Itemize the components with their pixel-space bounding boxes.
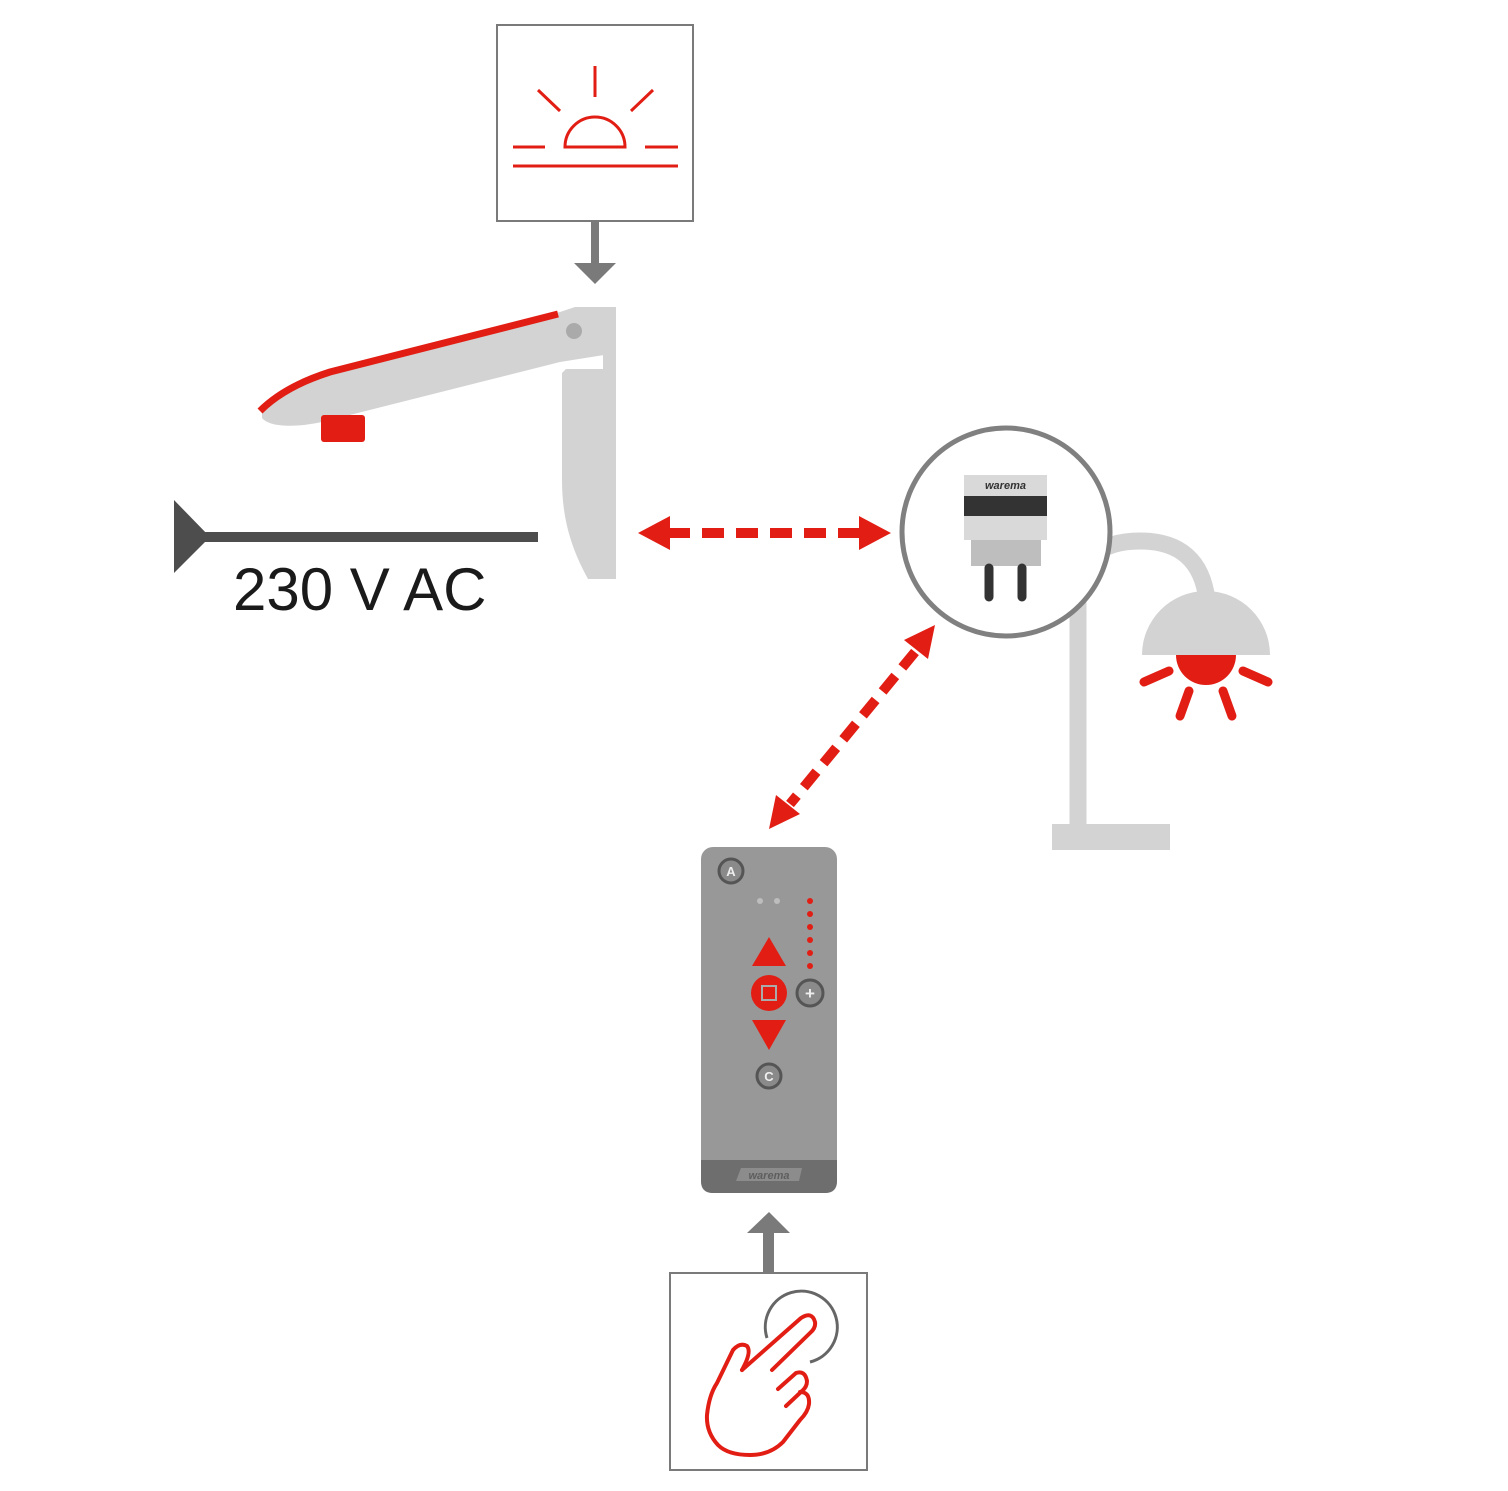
button-a[interactable]: A xyxy=(717,857,745,885)
plus-button-label: + xyxy=(805,984,815,1003)
plug-brand-logo: warema xyxy=(985,480,1026,492)
down-button[interactable] xyxy=(752,1020,786,1050)
button-c-label: C xyxy=(764,1069,774,1084)
hand-pointer-icon xyxy=(704,1313,818,1457)
remote-brand-logo: warema xyxy=(749,1170,790,1182)
button-c[interactable]: C xyxy=(755,1062,783,1090)
wireless-link-arrow-diagonal xyxy=(769,625,935,829)
lamp-icon xyxy=(1052,532,1273,850)
plug-receiver: warema xyxy=(899,425,1113,639)
plus-button[interactable]: + xyxy=(795,978,825,1008)
power-label: 230 V AC xyxy=(233,556,487,623)
awning-icon xyxy=(257,307,616,579)
arrow-down-icon xyxy=(574,222,616,284)
stop-button[interactable] xyxy=(751,975,787,1011)
status-led xyxy=(774,898,780,904)
manual-operation-box xyxy=(669,1272,868,1471)
up-button[interactable] xyxy=(752,937,786,966)
wireless-link-arrow-horizontal xyxy=(638,516,891,550)
remote-control: warema A + C xyxy=(701,847,837,1193)
sunrise-icon xyxy=(513,66,678,168)
press-ring-icon xyxy=(763,1289,839,1364)
channel-indicator-leds xyxy=(807,898,813,969)
power-line xyxy=(174,500,538,573)
status-led xyxy=(757,898,763,904)
sun-sensor-box xyxy=(496,24,694,222)
button-a-label: A xyxy=(726,864,736,879)
arrow-up-icon xyxy=(747,1212,790,1274)
